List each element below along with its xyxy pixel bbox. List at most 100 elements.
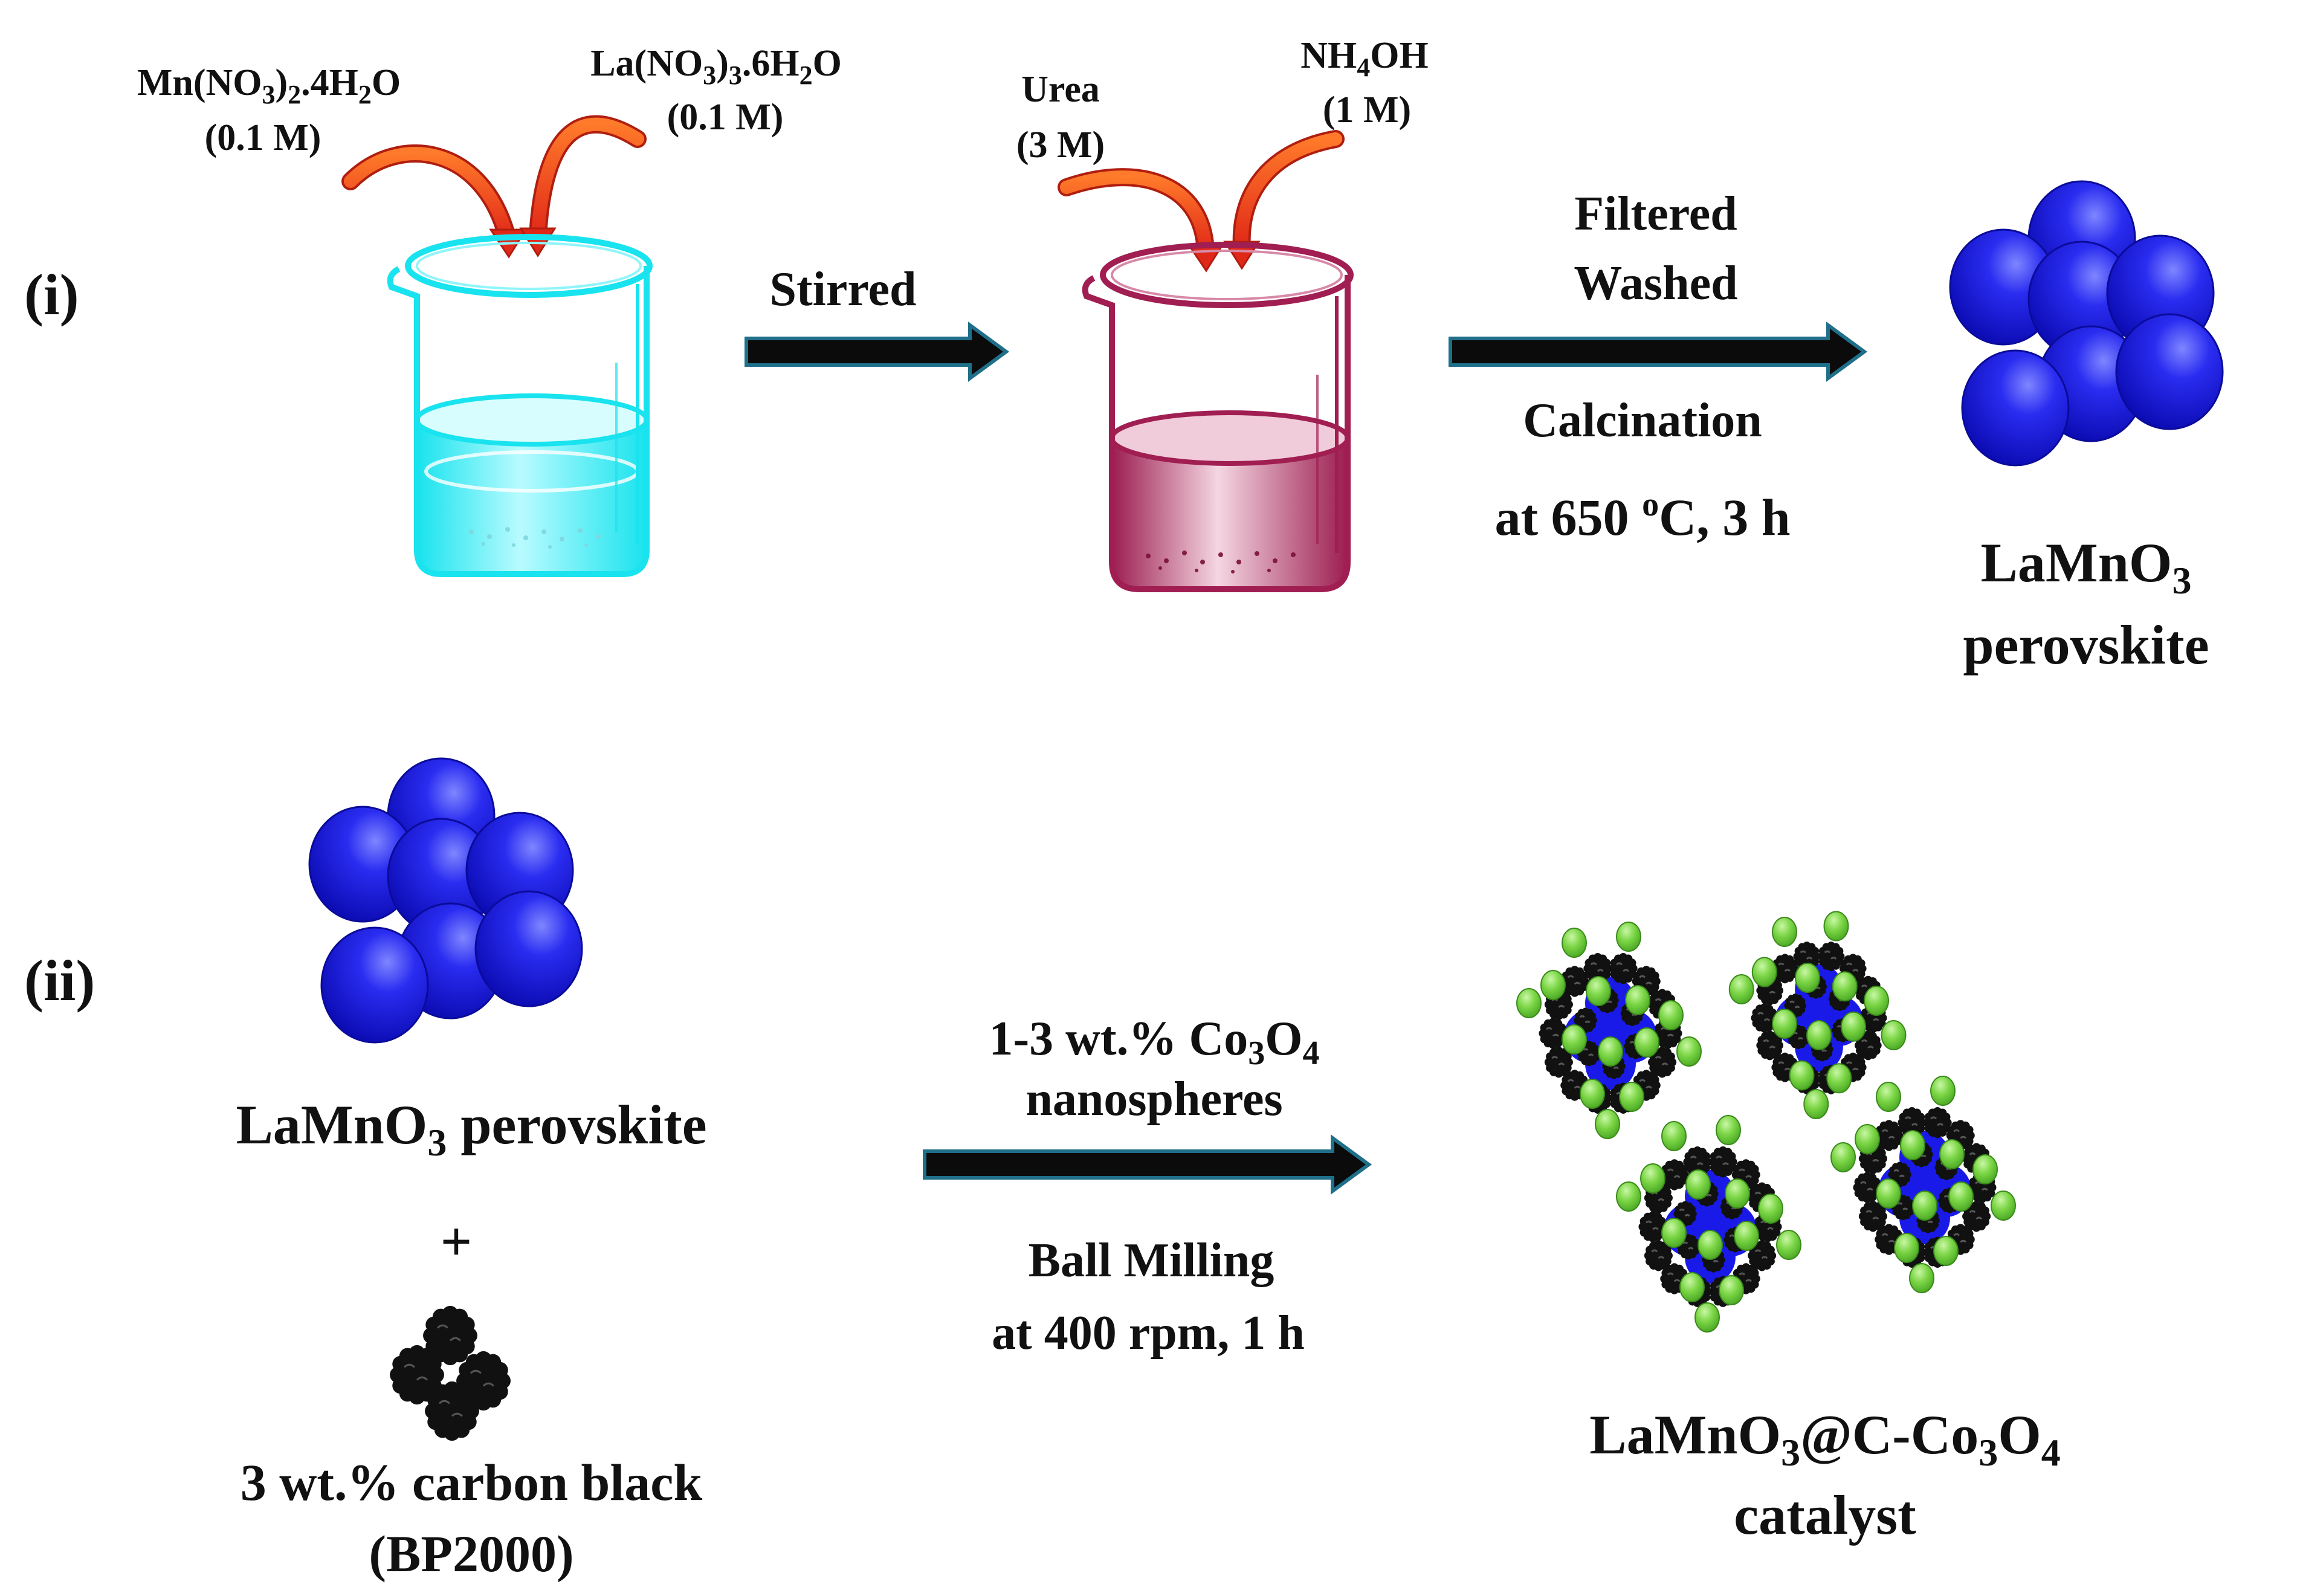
plus-sign: + (441, 1210, 472, 1272)
co3o4-nanosphere (1876, 1178, 1901, 1209)
co3o4-nanosphere (1719, 1275, 1744, 1305)
co3o4-nanosphere (1685, 1169, 1711, 1200)
carbon-particle (1962, 1200, 1991, 1232)
catalyst-particle (1516, 922, 1702, 1139)
catalyst-particle (1728, 911, 1907, 1119)
arrow-stirred (745, 321, 1010, 382)
carbon-particle (1544, 1046, 1573, 1078)
carbon-particle (1875, 1224, 1904, 1255)
co3o4-nanosphere (1634, 1027, 1659, 1058)
co3o4-nanosphere (1806, 1020, 1832, 1050)
co3o4-nanosphere (1640, 1163, 1665, 1194)
co3o4-nanosphere (1616, 1181, 1641, 1212)
perovskite-cluster-bottom (308, 757, 583, 1044)
co3o4-nanosphere (1772, 917, 1797, 947)
carbon-black-code: (BP2000) (369, 1525, 573, 1583)
carbon-particle (1858, 1200, 1887, 1232)
co3o4-nanosphere (1972, 1154, 1998, 1184)
la-nitrate-conc: (0.1 M) (667, 97, 784, 138)
filtered-label: Filtered (1574, 187, 1737, 241)
carbon-particle (1644, 1239, 1673, 1271)
co3o4-nanosphere (1876, 1082, 1901, 1112)
co3o4-nanosphere (1540, 970, 1566, 1000)
co3o4-nanosphere (1734, 1221, 1759, 1251)
stirred-label: Stirred (770, 263, 917, 316)
co3o4-nanosphere (1595, 1109, 1620, 1139)
carbon-particle (1609, 953, 1638, 984)
carbon-particle (1888, 1161, 1911, 1187)
co3o4-nanosphere (1661, 1218, 1687, 1248)
co3o4-nanosphere (1698, 1230, 1723, 1260)
urea-conc: (3 M) (1016, 124, 1105, 166)
carbon-particle (1756, 1030, 1784, 1061)
co3o4-nanosphere (1716, 1115, 1741, 1145)
carbon-particle (1660, 1159, 1689, 1191)
urea-name: Urea (1021, 69, 1100, 110)
perovskite-bottom-label: LaMnO3 perovskite (236, 1094, 706, 1164)
carbon-particle (1673, 1201, 1697, 1227)
arrow-ball-milling (923, 1134, 1372, 1195)
co3o4-nanosphere (1789, 1060, 1815, 1091)
curved-arrow-nh4oh (1223, 130, 1345, 270)
catalyst-particle (1616, 1115, 1801, 1333)
perovskite-sphere (474, 890, 583, 1007)
co3o4-nanosphere (1694, 1302, 1720, 1333)
co3o4-nanosphere (1619, 1082, 1644, 1112)
co3o4-nanosphere (1930, 1076, 1956, 1106)
catalyst-name: catalyst (1734, 1484, 1916, 1546)
co3o4-nanosphere (1832, 971, 1858, 1002)
co3o4-nanosphere (1661, 1121, 1687, 1151)
co3o4-nanosphere (1616, 922, 1641, 952)
co3o4-nanosphere (1751, 957, 1777, 987)
nanospheres-label: nanospheres (1026, 1073, 1282, 1126)
carbon-particle (1648, 1046, 1677, 1078)
co3o4-nanosphere (1900, 1130, 1925, 1160)
perovskite-sphere (320, 926, 429, 1044)
co3o4-nanosphere (1948, 1181, 1974, 1212)
co3o4-nanosphere (1823, 911, 1849, 942)
co3o4-nanosphere (1725, 1178, 1750, 1209)
carbon-particle (1817, 942, 1845, 972)
step-ii-label: (ii) (24, 948, 95, 1013)
curved-arrow-mn (341, 144, 528, 259)
calcination-condition: at 650 oC, 3 h (1494, 486, 1790, 546)
co3o4-nanosphere (1562, 928, 1587, 958)
catalyst-formula: LaMnO3@C-Co3O4 (1589, 1404, 2061, 1474)
beaker-precursor-solution (387, 234, 653, 577)
co3o4-nanosphere (1516, 988, 1542, 1018)
co3o4-nanosphere (1658, 1000, 1684, 1030)
carbon-black-cluster (390, 1305, 511, 1441)
co3o4-nanosphere (1841, 1011, 1866, 1042)
carbon-black-label: 3 wt.% carbon black (241, 1453, 703, 1511)
carbon-particle (1753, 1211, 1782, 1242)
co3o4-nanosphere (1912, 1191, 1937, 1221)
co3o4-nanosphere (1855, 1124, 1880, 1154)
perovskite-cluster-top (1949, 180, 2224, 467)
co3o4-nanosphere (1881, 1020, 1907, 1050)
beaker-reaction-mixture (1082, 242, 1354, 592)
co3o4-nanosphere (1580, 1079, 1605, 1109)
mn-nitrate-conc: (0.1 M) (205, 117, 321, 158)
catalyst-composites (1516, 911, 2016, 1333)
mn-nitrate-formula: Mn(NO3)2.4H2O (137, 62, 401, 109)
carbon-particle (425, 1381, 479, 1441)
catalyst-particle (1830, 1076, 2016, 1293)
co3o4-nanosphere (1676, 1036, 1702, 1067)
co3o4-nanosphere (1830, 1142, 1856, 1172)
co3o4-nanosphere (1864, 986, 1889, 1016)
perovskite-sphere (1961, 349, 2070, 467)
co3o4-nanosphere (1803, 1089, 1829, 1119)
nh4oh-formula: NH4OH (1300, 35, 1428, 82)
perovskite-top-name: perovskite (1963, 614, 2209, 676)
perovskite-sphere (2115, 313, 2224, 430)
arrow-calcination (1449, 321, 1868, 382)
carbon-particle (1708, 1146, 1737, 1178)
step-i-label: (i) (24, 262, 79, 327)
co3o4-nanosphere (1586, 976, 1611, 1006)
co3o4-nanosphere (1758, 1194, 1783, 1224)
perovskite-top-formula: LaMnO3 (1981, 532, 2192, 602)
washed-label: Washed (1574, 257, 1737, 310)
co3o4-nanosphere (1772, 1009, 1797, 1039)
